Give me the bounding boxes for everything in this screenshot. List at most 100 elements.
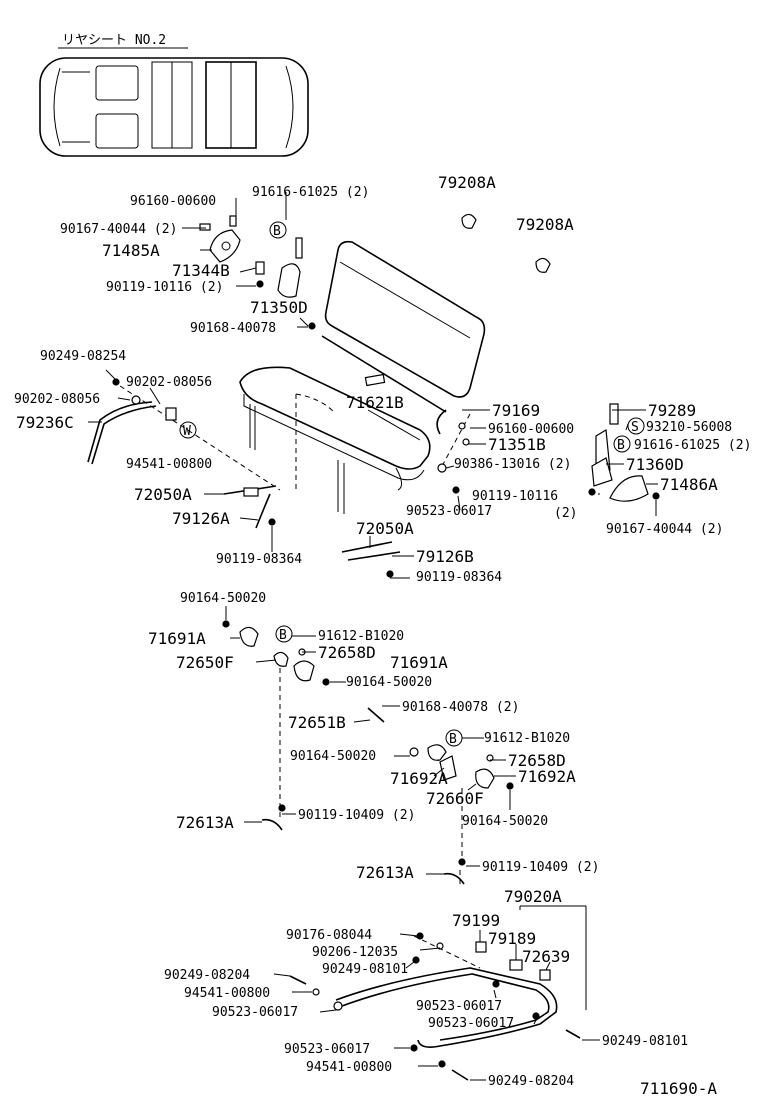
svg-text:B: B <box>617 438 625 453</box>
label-91612-b1020: 91612-B1020 <box>318 629 404 644</box>
hidden-line <box>295 393 335 413</box>
label-79208a: 79208A <box>438 173 496 192</box>
label-90249-08101: 90249-08101 <box>602 1034 688 1049</box>
label-90523-06017: 90523-06017 <box>406 504 492 519</box>
label-90164-50020: 90164-50020 <box>180 591 266 606</box>
label-71360d: 71360D <box>626 455 684 474</box>
label-79199: 79199 <box>452 911 500 930</box>
rod-72651b <box>367 707 385 723</box>
hinge-left-assembly <box>199 215 316 330</box>
label-72613a: 72613A <box>176 813 234 832</box>
label-71351b: 71351B <box>488 435 546 454</box>
b-mark: B <box>269 221 287 239</box>
label-72660f: 72660F <box>426 789 484 808</box>
label-90168-40078: 90168-40078 <box>190 321 276 336</box>
lever-79236c <box>87 378 177 465</box>
label-94541-00800: 94541-00800 <box>126 457 212 472</box>
label-79169: 79169 <box>492 401 540 420</box>
label-90202-08056: 90202-08056 <box>14 392 100 407</box>
label-71692a: 71692A <box>518 767 576 786</box>
bracket-72613a <box>261 818 283 831</box>
label-72658d: 72658D <box>508 751 566 770</box>
label-90167-40044: 90167-40044 (2) <box>606 522 723 537</box>
label-71350d: 71350D <box>250 298 308 317</box>
svg-text:W: W <box>183 424 191 439</box>
label-90164-50020: 90164-50020 <box>346 675 432 690</box>
b-mark: B <box>445 729 463 747</box>
label-90523-06017: 90523-06017 <box>416 999 502 1014</box>
label-91612-b1020: 91612-B1020 <box>484 731 570 746</box>
label-71691a: 71691A <box>148 629 206 648</box>
label-90167-40044: 90167-40044 (2) <box>60 222 177 237</box>
label-90386-13016: 90386-13016 (2) <box>454 457 571 472</box>
svg-text:B: B <box>449 732 457 747</box>
recliner-lower <box>409 744 514 790</box>
bracket-72613a <box>443 872 465 885</box>
hinge-right-assembly <box>437 403 660 502</box>
label-79289: 79289 <box>648 401 696 420</box>
vehicle-outline <box>39 57 309 157</box>
label-90168-40078: 90168-40078 (2) <box>402 700 519 715</box>
label-90249-08204: 90249-08204 <box>488 1074 574 1089</box>
label-72651b: 72651B <box>288 713 346 732</box>
label-90119-10409: 90119-10409 (2) <box>482 860 599 875</box>
label-72613a: 72613A <box>356 863 414 882</box>
label-94541-00800: 94541-00800 <box>184 986 270 1001</box>
diagram-code: 711690-A <box>640 1079 717 1098</box>
label-79208a: 79208A <box>516 215 574 234</box>
svg-text:S: S <box>631 420 639 435</box>
label-90119-08364: 90119-08364 <box>216 552 302 567</box>
label-71485a: 71485A <box>102 241 160 260</box>
label-90249-08204: 90249-08204 <box>164 968 250 983</box>
s-mark: S <box>627 417 645 435</box>
leader-lines <box>88 192 658 1081</box>
label-71486a: 71486A <box>660 475 718 494</box>
label-72658d: 72658D <box>318 643 376 662</box>
label-79126b: 79126B <box>416 547 474 566</box>
b-mark: B <box>613 435 631 453</box>
label-96160-00600: 96160-00600 <box>488 422 574 437</box>
svg-text:B: B <box>273 224 281 239</box>
clip-79208a <box>461 213 551 273</box>
label-71691a: 71691A <box>390 653 448 672</box>
bolt <box>278 804 286 812</box>
label-91616-61025: 91616-61025 (2) <box>634 438 751 453</box>
part-labels: 79208A 79208A 96160-00600 91616-61025 (2… <box>14 173 751 1098</box>
label-72650f: 72650F <box>176 653 234 672</box>
label-71621b: 71621B <box>346 393 404 412</box>
label-91616-61025: 91616-61025 (2) <box>252 185 369 200</box>
label-79020a: 79020A <box>504 887 562 906</box>
label-72050a: 72050A <box>134 485 192 504</box>
label-90176-08044: 90176-08044 <box>286 928 372 943</box>
label-90119-10409: 90119-10409 (2) <box>298 808 415 823</box>
hidden-line <box>119 385 281 491</box>
label-94541-00800: 94541-00800 <box>306 1060 392 1075</box>
recliner-upper <box>222 620 330 686</box>
label-90119-10116: 90119-10116 <box>472 489 558 504</box>
bolt <box>458 858 466 866</box>
hinge-tube <box>436 409 447 435</box>
label-90523-06017: 90523-06017 <box>428 1016 514 1031</box>
label-71344b: 71344B <box>172 261 230 280</box>
seat-cushion <box>239 366 431 514</box>
label-90249-08254: 90249-08254 <box>40 349 126 364</box>
label-79236c: 79236C <box>16 413 74 432</box>
label-90164-50020: 90164-50020 <box>462 814 548 829</box>
bolt <box>268 518 276 526</box>
label-72050a: 72050A <box>356 519 414 538</box>
frame-79020a <box>289 932 581 1081</box>
seat-back <box>324 240 486 398</box>
label-93210-56008: 93210-56008 <box>646 420 732 435</box>
rod-79126a <box>255 493 271 529</box>
label-90202-08056: 90202-08056 <box>126 375 212 390</box>
hidden-line <box>413 935 481 969</box>
label-90206-12035: 90206-12035 <box>312 945 398 960</box>
label-79126a: 79126A <box>172 509 230 528</box>
label-79189: 79189 <box>488 929 536 948</box>
hidden-line <box>439 413 471 471</box>
seat-back-rod <box>321 335 447 413</box>
rod-72050a-lower <box>341 541 401 578</box>
svg-text:B: B <box>279 628 287 643</box>
